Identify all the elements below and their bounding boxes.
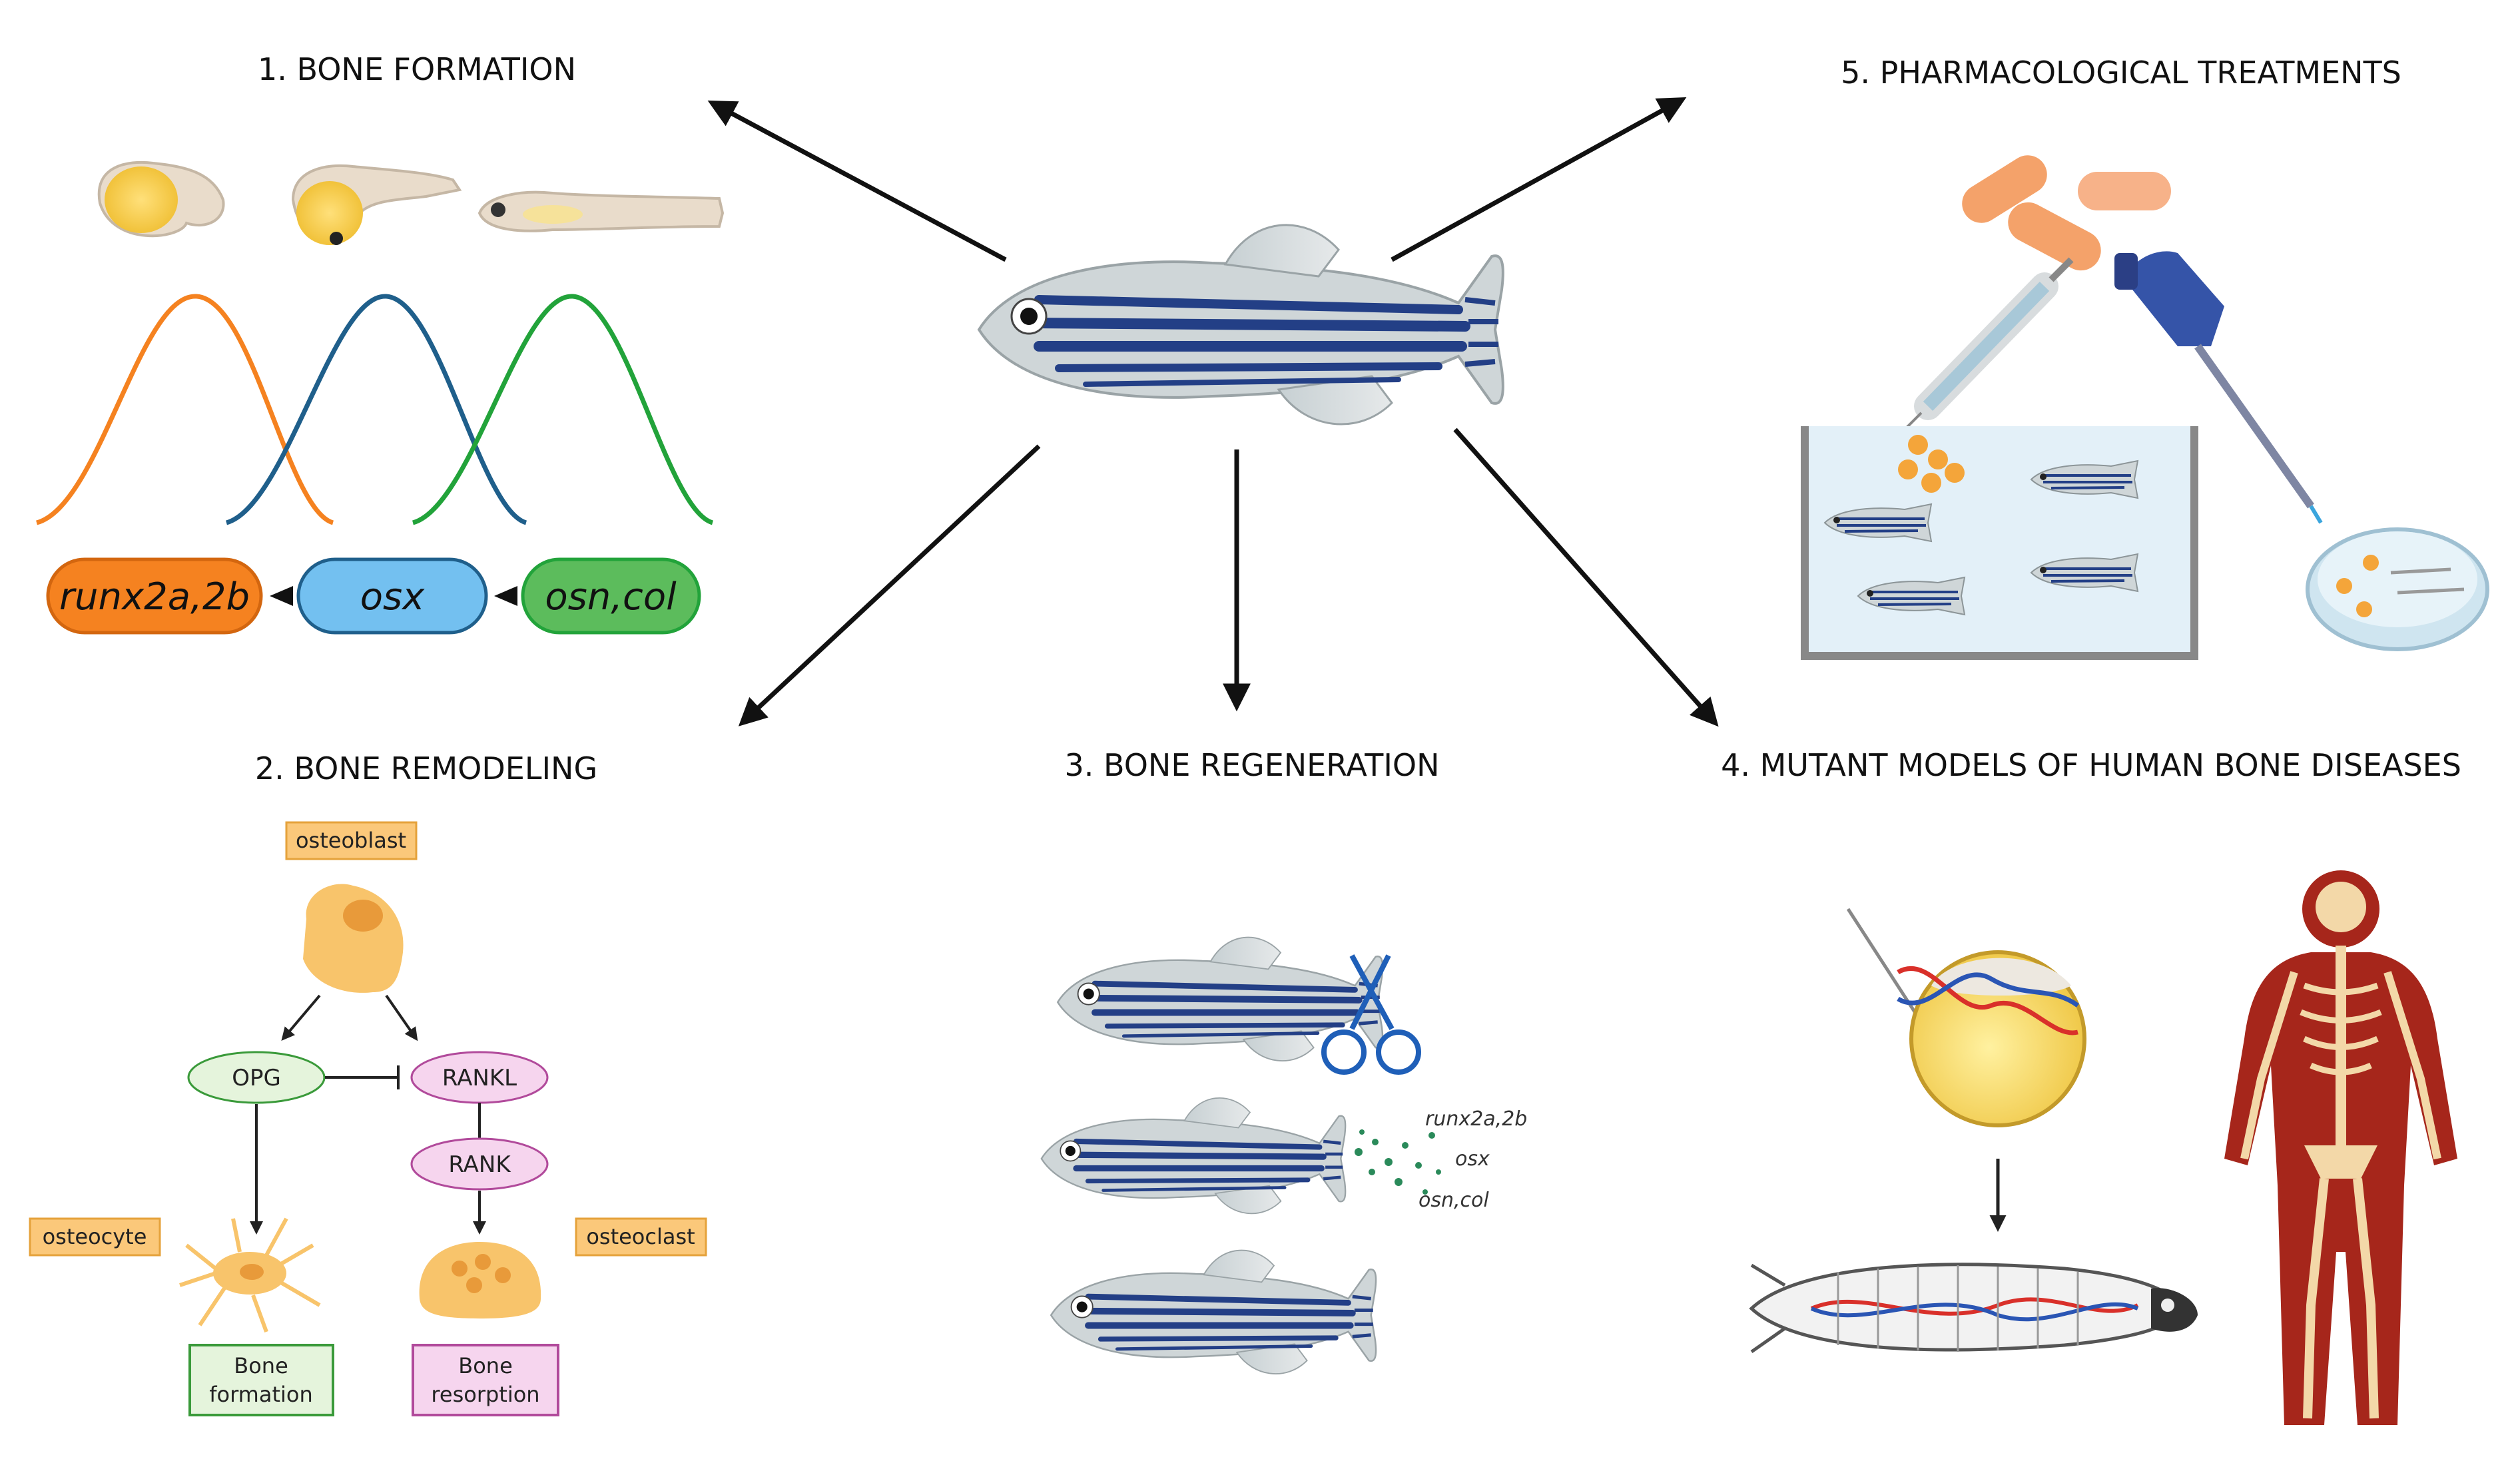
osteoclast-cell-icon	[419, 1242, 541, 1318]
section-title-pharma: 5. PHARMACOLOGICAL TREATMENTS	[1841, 55, 2401, 91]
skeleton-fish-icon	[1749, 1263, 2198, 1354]
bone-formation-box: Bone formation	[188, 1344, 334, 1416]
opg-node: OPG	[187, 1051, 326, 1104]
osteoclast-label: osteoclast	[575, 1217, 707, 1257]
section-title-remodeling: 2. BONE REMODELING	[255, 750, 597, 786]
gene-pill-osx: osx	[296, 557, 488, 635]
regen-fish-regenerated-icon	[1051, 1251, 1376, 1374]
rank-node: RANK	[410, 1137, 549, 1191]
svg-text:RANKL: RANKL	[442, 1065, 517, 1091]
expression-dots	[1355, 1129, 1441, 1195]
gene-label-osx: osx	[360, 575, 425, 619]
svg-text:Bone: Bone	[234, 1353, 288, 1378]
arrow-to-pharma	[1391, 97, 1687, 262]
svg-text:formation: formation	[209, 1382, 313, 1407]
regen-gene-runx: runx2a,2b	[1425, 1107, 1527, 1131]
curve-osx	[225, 294, 527, 525]
pipette-icon	[2114, 251, 2323, 524]
regen-fish-cut-icon	[1058, 938, 1383, 1061]
svg-text:osteocyte: osteocyte	[43, 1224, 147, 1249]
syringe-icon	[1903, 257, 2074, 431]
regen-gene-osx: osx	[1455, 1147, 1490, 1171]
gene-label-osn: osn,col	[545, 575, 677, 619]
petri-dish-icon	[2306, 527, 2489, 651]
osteocyte-label: osteocyte	[29, 1217, 161, 1257]
arrow-to-mutants	[1453, 428, 1719, 727]
arrow-to-remodeling	[738, 444, 1041, 727]
larva-icon	[477, 190, 725, 232]
svg-text:resorption: resorption	[431, 1382, 539, 1407]
gene-label-runx: runx2a,2b	[59, 575, 250, 619]
regen-gene-osn: osn,col	[1418, 1189, 1489, 1212]
osteoblast-label: osteoblast	[285, 821, 418, 860]
svg-text:OPG: OPG	[232, 1065, 281, 1091]
svg-text:osteoclast: osteoclast	[586, 1224, 695, 1249]
rankl-node: RANKL	[410, 1051, 549, 1104]
hatching-embryo-icon	[291, 164, 462, 245]
human-skeleton-icon	[2224, 870, 2457, 1425]
arrow-to-formation	[707, 101, 1007, 262]
bone-resorption-box: Bone resorption	[412, 1344, 559, 1416]
embryo-icon	[97, 160, 225, 238]
curve-osn	[412, 294, 714, 525]
dna-icon	[1897, 966, 2080, 1035]
svg-text:osteoblast: osteoblast	[296, 828, 406, 853]
gene-pill-osn: osn,col	[521, 557, 701, 635]
section-title-formation: 1. BONE FORMATION	[258, 51, 576, 87]
regen-fish-expression-icon	[1042, 1098, 1345, 1214]
section-title-regeneration: 3. BONE REGENERATION	[1064, 747, 1439, 783]
fish-tank-icon	[1801, 426, 2198, 660]
central-zebrafish-icon	[979, 225, 1503, 424]
osteoblast-cell-icon	[303, 884, 404, 993]
svg-text:Bone: Bone	[458, 1353, 513, 1378]
svg-text:RANK: RANK	[448, 1151, 511, 1178]
section-title-mutants: 4. MUTANT MODELS OF HUMAN BONE DISEASES	[1721, 747, 2461, 783]
curve-runx	[35, 294, 334, 525]
osteocyte-cell-icon	[179, 1217, 321, 1333]
scissors-icon	[1321, 954, 1421, 1075]
gene-pill-runx: runx2a,2b	[46, 557, 263, 635]
pill-icon	[1962, 155, 2171, 271]
